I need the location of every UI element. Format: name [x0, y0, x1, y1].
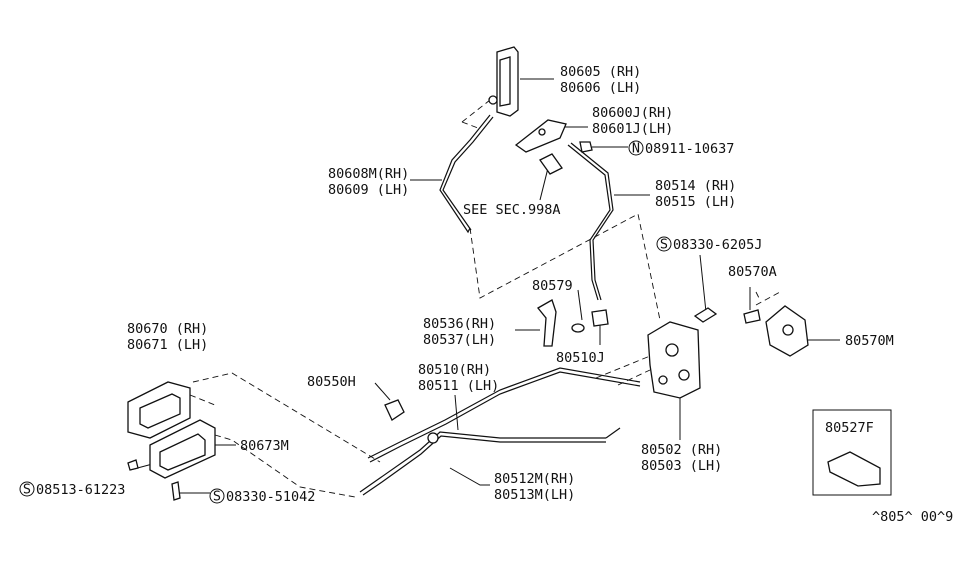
outside-handle-80605	[488, 46, 519, 117]
label-80570M: 80570M	[845, 333, 894, 349]
door-lock-80502	[647, 321, 701, 399]
label-80609: 80609 (LH)	[328, 182, 409, 198]
label-80601J: 80601J(LH)	[592, 121, 673, 137]
symbol-s-text: S	[660, 237, 668, 253]
clip-80536	[537, 299, 557, 347]
label-80570A: 80570A	[728, 264, 777, 280]
clip-998A	[539, 153, 563, 175]
part-80527F	[827, 451, 881, 487]
clip-80550H	[384, 399, 405, 421]
bracket-80600J	[514, 119, 567, 153]
cable-end-80510	[427, 432, 439, 444]
bolt-08330-6205J	[693, 307, 718, 323]
footer-code: ^805^ 00^9	[872, 509, 953, 525]
label-80515: 80515 (LH)	[655, 194, 736, 210]
label-08330-6205J: 08330-6205J	[673, 237, 762, 253]
label-80606: 80606 (LH)	[560, 80, 641, 96]
label-see-sec-998a: SEE SEC.998A	[463, 202, 561, 218]
label-08330-51042: 08330-51042	[226, 489, 315, 505]
inset-frame	[812, 409, 892, 496]
label-08513-61223: 08513-61223	[36, 482, 125, 498]
escutcheon-80673M	[149, 419, 216, 479]
screw-08513	[127, 459, 139, 471]
clip-80510J	[591, 309, 609, 327]
symbol-s-08330-51042: S	[209, 488, 225, 505]
screw-08330-51042	[171, 481, 181, 501]
label-80605: 80605 (RH)	[560, 64, 641, 80]
label-80673M: 80673M	[240, 438, 289, 454]
symbol-s-08513: S	[19, 481, 35, 498]
label-80502: 80502 (RH)	[641, 442, 722, 458]
bolt-80570A	[743, 309, 761, 324]
label-80671: 80671 (LH)	[127, 337, 208, 353]
symbol-s-08330-6205J: S	[656, 236, 672, 253]
inside-handle-80670	[127, 381, 191, 439]
label-80510J: 80510J	[556, 350, 605, 366]
label-80503: 80503 (LH)	[641, 458, 722, 474]
label-80608M: 80608M(RH)	[328, 166, 409, 182]
label-08911-10637: 08911-10637	[645, 141, 734, 157]
striker-80570M	[765, 305, 809, 357]
symbol-s-text: S	[213, 489, 221, 505]
symbol-s-text: S	[23, 482, 31, 498]
grommet-80579	[571, 323, 585, 333]
label-80670: 80670 (RH)	[127, 321, 208, 337]
label-80579: 80579	[532, 278, 573, 294]
leader-lines	[129, 78, 840, 494]
inset-80527F	[812, 409, 892, 496]
label-80550H: 80550H	[307, 374, 356, 390]
label-80536: 80536(RH)	[423, 316, 496, 332]
label-80511: 80511 (LH)	[418, 378, 499, 394]
label-80510: 80510(RH)	[418, 362, 491, 378]
label-80514: 80514 (RH)	[655, 178, 736, 194]
label-80513M: 80513M(LH)	[494, 487, 575, 503]
label-80512M: 80512M(RH)	[494, 471, 575, 487]
label-80600J: 80600J(RH)	[592, 105, 673, 121]
symbol-n-text: N	[632, 141, 640, 157]
label-80537: 80537(LH)	[423, 332, 496, 348]
label-80527F: 80527F	[825, 420, 874, 436]
labels: 80605 (RH) 80606 (LH) 80600J(RH) 80601J(…	[36, 64, 953, 525]
nut-08911	[579, 141, 593, 153]
symbol-n-08911: N	[628, 140, 644, 157]
